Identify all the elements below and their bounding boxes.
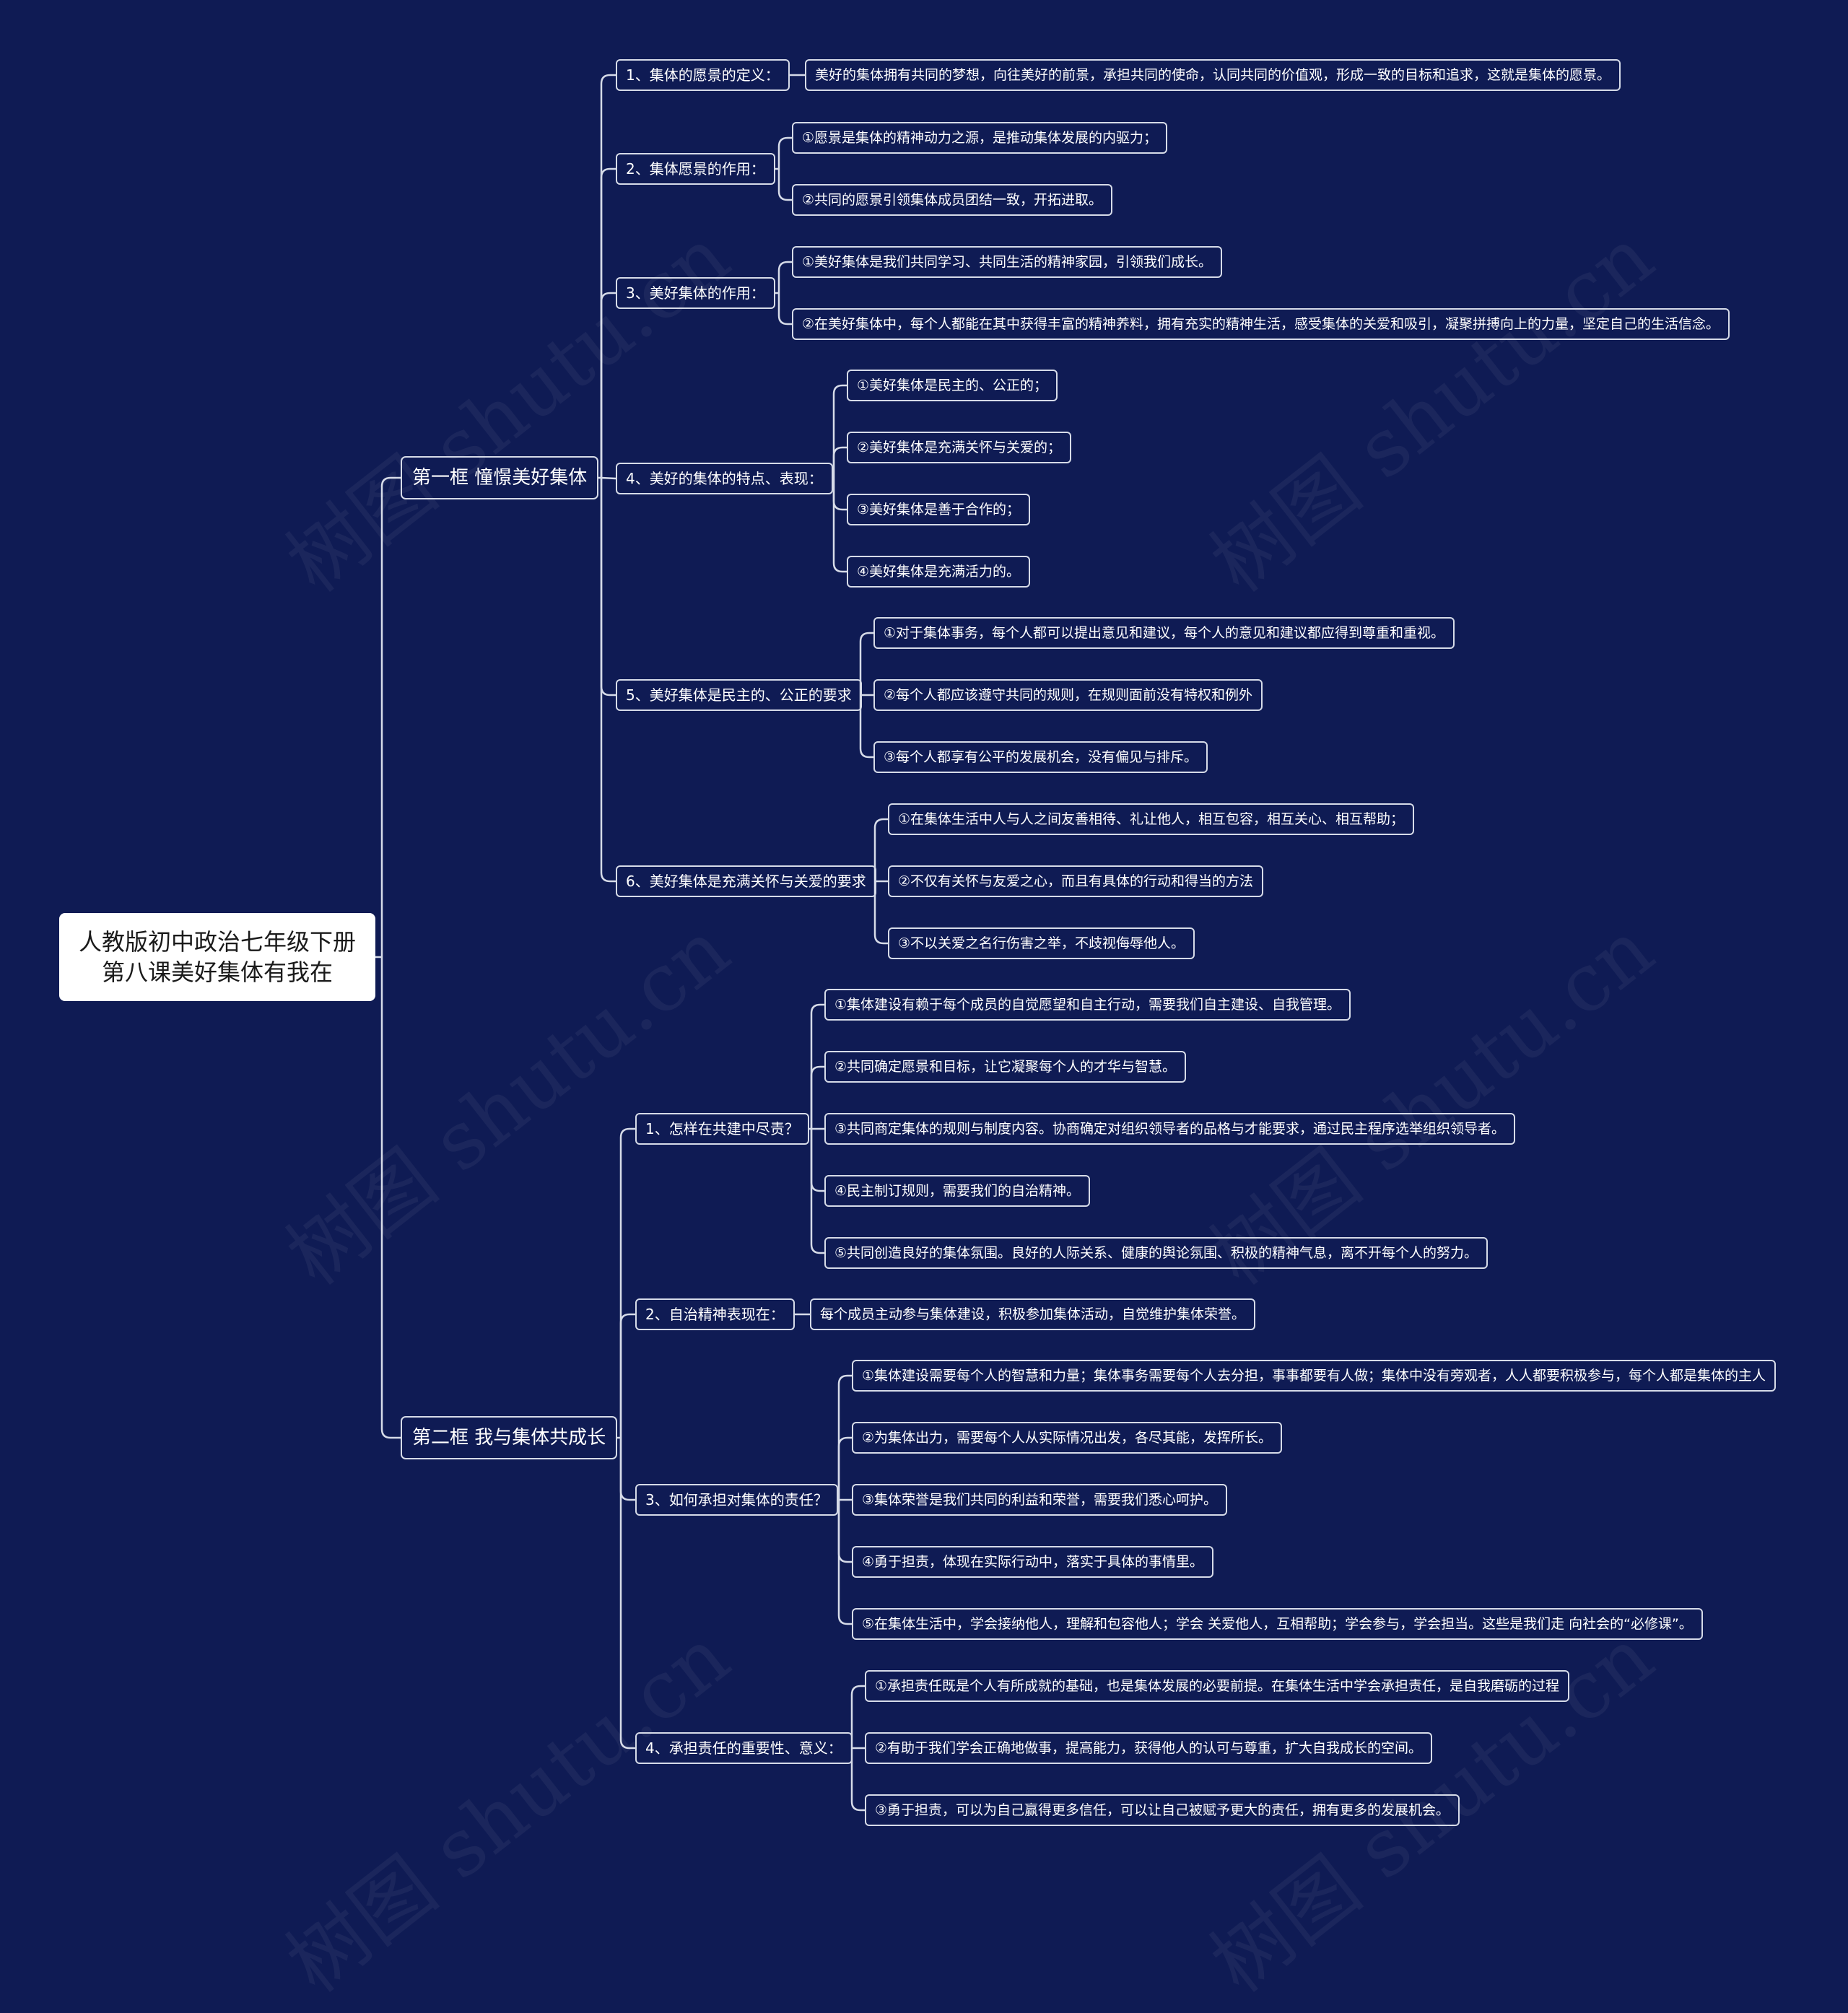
topic-node[interactable]: 4、承担责任的重要性、意义： xyxy=(635,1732,853,1764)
leaf-node[interactable]: ④勇于担责，体现在实际行动中，落实于具体的事情里。 xyxy=(852,1546,1214,1578)
connector-line xyxy=(837,1500,852,1563)
leaf-node[interactable]: ④民主制订规则，需要我们的自治精神。 xyxy=(824,1175,1091,1207)
leaf-node[interactable]: ③美好集体是善于合作的； xyxy=(847,494,1031,525)
branch-node[interactable]: 第一框 憧憬美好集体 xyxy=(401,456,599,499)
connector-line xyxy=(810,1129,824,1254)
connector-line xyxy=(873,881,888,945)
connector-line xyxy=(380,476,401,957)
connector-line xyxy=(832,384,847,479)
leaf-node[interactable]: 美好的集体拥有共同的梦想，向往美好的前景，承担共同的使命，认同共同的价值观，形成… xyxy=(805,59,1621,91)
leaf-node[interactable]: ③共同商定集体的规则与制度内容。协商确定对组织领导者的品格与才能要求，通过民主程… xyxy=(824,1113,1516,1145)
connector-line xyxy=(837,1500,852,1625)
connector-line xyxy=(850,1685,865,1748)
root-title-line-2: 第八课美好集体有我在 xyxy=(101,959,333,986)
leaf-node[interactable]: ③集体荣誉是我们共同的利益和荣誉，需要我们悉心呵护。 xyxy=(852,1484,1228,1516)
topic-node[interactable]: 2、自治精神表现在： xyxy=(635,1298,795,1330)
leaf-node[interactable]: ①承担责任既是个人有所成就的基础，也是集体发展的必要前提。在集体生活中学会承担责… xyxy=(865,1670,1570,1702)
connector-line xyxy=(600,292,616,478)
connector-line xyxy=(619,1313,635,1438)
leaf-node[interactable]: ②不仅有关怀与友爱之心，而且有具体的行动和得当的方法 xyxy=(888,865,1264,897)
leaf-node[interactable]: 每个成员主动参与集体建设，积极参加集体活动，自觉维护集体荣誉。 xyxy=(810,1298,1256,1330)
leaf-node[interactable]: ②每个人都应该遵守共同的规则，在规则面前没有特权和例外 xyxy=(873,679,1263,711)
leaf-node[interactable]: ①美好集体是我们共同学习、共同生活的精神家园，引领我们成长。 xyxy=(792,246,1223,278)
root-title-line-1: 人教版初中政治七年级下册 xyxy=(78,928,356,956)
leaf-node[interactable]: ①美好集体是民主的、公正的； xyxy=(847,370,1058,401)
leaf-node[interactable]: ③不以关爱之名行伤害之举，不歧视侮辱他人。 xyxy=(888,927,1195,959)
connector-line xyxy=(600,74,616,478)
connector-line xyxy=(832,446,847,479)
topic-node[interactable]: 4、美好的集体的特点、表现： xyxy=(616,463,833,494)
connector-line xyxy=(810,1129,824,1192)
connector-line xyxy=(837,1436,852,1500)
connector-line xyxy=(600,478,616,697)
connector-line xyxy=(777,136,792,169)
leaf-node[interactable]: ①集体建设需要每个人的智慧和力量；集体事务需要每个人去分担，事事都要有人做；集体… xyxy=(852,1360,1777,1392)
leaf-node[interactable]: ②共同确定愿景和目标，让它凝聚每个人的才华与智慧。 xyxy=(824,1051,1187,1083)
topic-node[interactable]: 3、如何承担对集体的责任？ xyxy=(635,1484,838,1516)
leaf-node[interactable]: ⑤在集体生活中，学会接纳他人，理解和包容他人；学会 关爱他人，互相帮助；学会参与… xyxy=(852,1608,1703,1640)
connector-line xyxy=(601,476,616,480)
leaf-node[interactable]: ②共同的愿景引领集体成员团结一致，开拓进取。 xyxy=(792,184,1113,216)
connector-line xyxy=(619,1127,635,1438)
connector-line xyxy=(832,479,847,573)
connector-line xyxy=(873,818,888,881)
connector-line xyxy=(777,293,792,326)
leaf-node[interactable]: ⑤共同创造良好的集体氛围。良好的人际关系、健康的舆论氛围、积极的精神气息，离不开… xyxy=(824,1237,1489,1269)
leaf-node[interactable]: ④美好集体是充满活力的。 xyxy=(847,556,1031,588)
connector-line xyxy=(777,169,792,201)
connector-line xyxy=(837,1374,852,1500)
topic-node[interactable]: 1、集体的愿景的定义： xyxy=(616,59,790,91)
connector-line xyxy=(859,695,873,759)
topic-node[interactable]: 1、怎样在共建中尽责？ xyxy=(635,1113,809,1145)
connector-lines xyxy=(375,74,888,1812)
leaf-node[interactable]: ③勇于担责，可以为自己赢得更多信任，可以让自己被赋予更大的责任，拥有更多的发展机… xyxy=(865,1794,1460,1826)
topic-node[interactable]: 5、美好集体是民主的、公正的要求 xyxy=(616,679,862,711)
connector-line xyxy=(619,1438,635,1501)
topic-node[interactable]: 2、集体愿景的作用： xyxy=(616,153,775,185)
connector-line xyxy=(850,1748,865,1812)
leaf-node[interactable]: ②有助于我们学会正确地做事，提高能力，获得他人的认可与尊重，扩大自我成长的空间。 xyxy=(865,1732,1433,1764)
leaf-node[interactable]: ②在美好集体中，每个人都能在其中获得丰富的精神养料，拥有充实的精神生活，感受集体… xyxy=(792,308,1730,340)
root-node[interactable]: 人教版初中政治七年级下册 第八课美好集体有我在 xyxy=(59,913,375,1001)
topic-node[interactable]: 6、美好集体是充满关怀与关爱的要求 xyxy=(616,865,876,897)
connector-line xyxy=(380,957,401,1439)
connector-line xyxy=(777,261,792,293)
connector-line xyxy=(600,478,616,883)
connector-line xyxy=(810,1065,824,1129)
leaf-node[interactable]: ③每个人都享有公平的发展机会，没有偏见与排斥。 xyxy=(873,741,1208,773)
connector-line xyxy=(810,1003,824,1129)
leaf-node[interactable]: ②为集体出力，需要每个人从实际情况出发，各尽其能，发挥所长。 xyxy=(852,1422,1283,1454)
leaf-node[interactable]: ①对于集体事务，每个人都可以提出意见和建议，每个人的意见和建议都应得到尊重和重视… xyxy=(873,617,1455,649)
connector-line xyxy=(619,1438,635,1750)
leaf-node[interactable]: ①愿景是集体的精神动力之源，是推动集体发展的内驱力； xyxy=(792,122,1168,154)
branch-node[interactable]: 第二框 我与集体共成长 xyxy=(401,1416,618,1459)
connector-line xyxy=(600,167,616,478)
leaf-node[interactable]: ①在集体生活中人与人之间友善相待、礼让他人，相互包容，相互关心、相互帮助； xyxy=(888,803,1415,835)
connector-line xyxy=(832,479,847,511)
mind-map-canvas: 树图 shutu.cn 树图 shutu.cn 树图 shutu.cn 树图 s… xyxy=(59,59,1777,2010)
connector-line xyxy=(859,632,873,695)
leaf-node[interactable]: ①集体建设有赖于每个成员的自觉愿望和自主行动，需要我们自主建设、自我管理。 xyxy=(824,989,1351,1021)
topic-node[interactable]: 3、美好集体的作用： xyxy=(616,277,775,309)
leaf-node[interactable]: ②美好集体是充满关怀与关爱的； xyxy=(847,432,1072,463)
